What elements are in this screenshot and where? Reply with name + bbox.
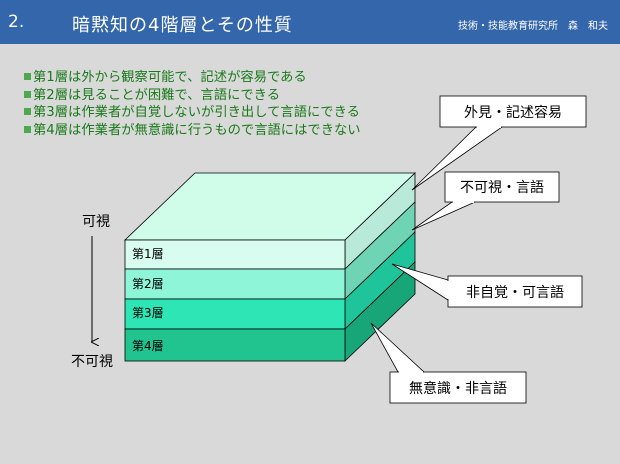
bullet-text: 第4層は作業者が無意識に行うもので言語にはできない [33,122,361,138]
callout-1-label: 外見・記述容易 [464,104,562,121]
author-credit: 技術・技能教育研究所 森 和夫 [458,21,608,32]
bullet-square-icon [24,108,31,115]
bullet-text: 第2層は見ることが困難で、言語にできる [33,87,281,103]
layer-2-label: 第2層 [132,277,164,291]
slide-header: 2. 暗黙知の4階層とその性質 技術・技能教育研究所 森 和夫 [0,0,620,44]
bullet-square-icon [24,90,31,98]
slide-title: 暗黙知の4階層とその性質 [72,15,293,36]
bullet-square-icon [24,125,31,133]
layer-4-front [124,328,346,362]
callout-4-label: 無意識・非言語 [409,380,507,397]
callout-1: 外見・記述容易 [411,95,587,191]
section-number: 2. [8,12,25,32]
layer-3-label: 第3層 [132,306,164,320]
axis-top-label: 可視 [82,214,110,230]
bullet-item: 第1層は外から観察可能で、記述が容易である [24,69,361,87]
layer-3-front [124,298,346,330]
bullet-text: 第3層は作業者が自覚しないが引き出して言語にできる [33,105,360,120]
callout-2-label: 不可視・言語 [460,180,544,196]
layer-1-label: 第1層 [132,247,164,261]
layer-2-front [124,268,346,300]
bullet-item: 第4層は作業者が無意識に行うもので言語にはできない [24,122,361,140]
bullet-square-icon [24,73,31,80]
callout-3-label: 非自覚・可言語 [466,285,564,301]
callout-2: 不可視・言語 [411,171,560,231]
bullet-item: 第2層は見ることが困難で、言語にできる [24,87,361,105]
axis-bottom-label: 不可視 [71,354,113,370]
layer-4-label: 第4層 [132,339,164,353]
bullet-text: 第1層は外から観察可能で、記述が容易である [33,70,307,85]
callout-3: 非自覚・可言語 [391,263,583,308]
bullet-item: 第3層は作業者が自覚しないが引き出して言語にできる [24,104,361,122]
bullet-list: 第1層は外から観察可能で、記述が容易である 第2層は見ることが困難で、言語にでき… [24,69,361,139]
callout-4: 無意識・非言語 [370,322,527,404]
